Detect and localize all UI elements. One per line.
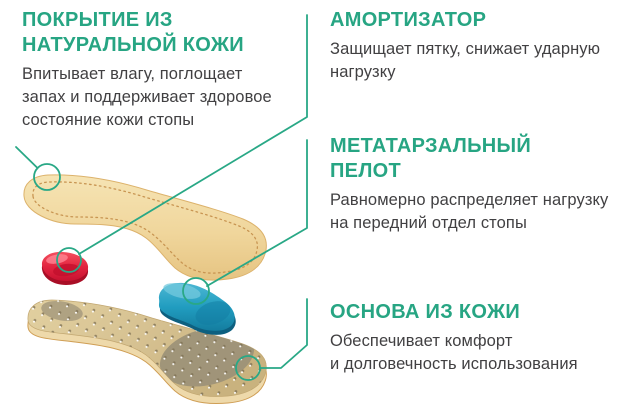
base-heel-pad-gray [41,300,83,322]
base-perforations [27,300,267,397]
title-line: АМОРТИЗАТОР [330,9,487,31]
desc-line: Защищает пятку, снижает ударную [330,40,601,58]
leather-base-surface [27,299,267,397]
label-metatarsal-pad: МЕТАТАРЗАЛЬНЫЙ ПЕЛОТ Равномерно распреде… [330,134,608,235]
label-metatarsal-pad-description: Равномерно распределяет нагрузку на пере… [330,189,608,235]
metatarsal-pad [158,282,236,335]
desc-line: Равномерно распределяет нагрузку [330,191,609,209]
label-leather-base: ОСНОВА ИЗ КОЖИ Обеспечивает комфорт и до… [330,300,578,376]
title-line: НАТУРАЛЬНОЙ КОЖИ [22,34,244,56]
title-line: ПЕЛОТ [330,160,402,182]
label-shock-absorber-description: Защищает пятку, снижает ударную нагрузку [330,38,600,84]
label-leather-cover-title: ПОКРЫТИЕ ИЗ НАТУРАЛЬНОЙ КОЖИ [22,8,272,58]
desc-line: Обеспечивает комфорт [330,332,513,350]
desc-line: запах и поддерживает здоровое [22,88,272,106]
marker-circle-base [235,355,261,381]
label-leather-cover-description: Впитывает влагу, поглощает запах и подде… [22,63,272,132]
leather-base-rim [27,306,267,405]
title-line: МЕТАТАРЗАЛЬНЫЙ [330,135,532,157]
metatarsal-pad-shade [195,301,231,325]
desc-line: нагрузку [330,63,396,81]
top-cover-shape [23,174,267,281]
base-forefoot-pad-gray [159,327,255,387]
label-shock-absorber: АМОРТИЗАТОР Защищает пятку, снижает удар… [330,8,600,84]
top-leather-cover [23,174,267,281]
label-leather-cover: ПОКРЫТИЕ ИЗ НАТУРАЛЬНОЙ КОЖИ Впитывает в… [22,8,272,132]
shock-absorber-highlight [46,254,68,264]
metatarsal-pad-underside [159,286,236,335]
heel-shock-absorber [41,251,89,285]
label-leather-base-description: Обеспечивает комфорт и долговечность исп… [330,330,578,376]
metatarsal-pad-highlight [163,283,201,299]
leather-base [27,299,267,405]
leader-line-pelot [206,139,308,287]
metatarsal-pad-top [158,282,235,331]
leader-line-base [259,298,308,369]
label-leather-base-title: ОСНОВА ИЗ КОЖИ [330,300,578,325]
title-line: ОСНОВА ИЗ КОЖИ [330,301,521,323]
marker-circle-shock [56,247,82,273]
label-shock-absorber-title: АМОРТИЗАТОР [330,8,600,33]
shock-absorber-underside [41,255,89,285]
marker-circle-cover [33,163,61,191]
title-line: ПОКРЫТИЕ ИЗ [22,9,173,31]
top-cover-stitching [32,181,259,274]
desc-line: Впитывает влагу, поглощает [22,65,243,83]
marker-circle-pelot [182,277,210,305]
desc-line: состояние кожи стопы [22,111,195,129]
desc-line: на передний отдел стопы [330,214,527,232]
shock-absorber-top [41,251,89,281]
shock-absorber-core [53,263,79,277]
label-metatarsal-pad-title: МЕТАТАРЗАЛЬНЫЙ ПЕЛОТ [330,134,608,184]
leader-line-cover [15,146,39,169]
desc-line: и долговечность использования [330,355,578,373]
